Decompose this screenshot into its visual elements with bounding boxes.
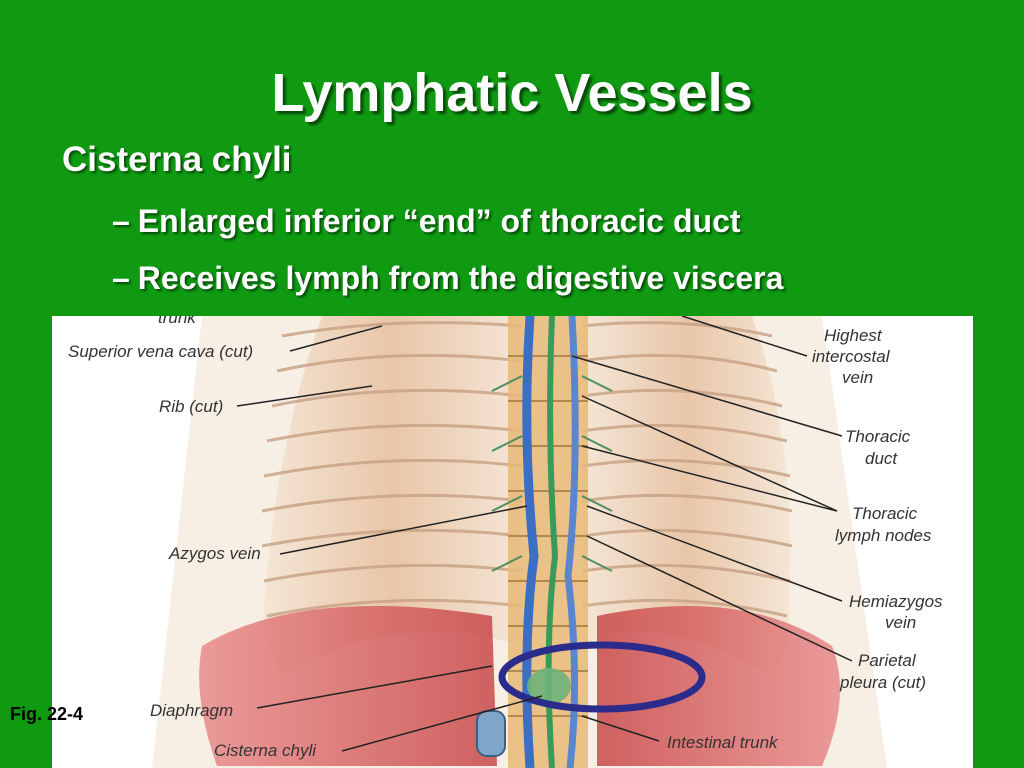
leader-lines [236, 316, 853, 752]
label-parietal-pleura-1: Parietal [858, 651, 917, 670]
slide-title: Lymphatic Vessels [271, 63, 753, 123]
azygos-vein-drawing [522, 316, 539, 768]
anatomy-figure: trunk Superior vena cava (cut) Rib (cut)… [52, 316, 973, 768]
label-thoracic-lymph-nodes-1: Thoracic [852, 504, 918, 523]
diaphragm-right [597, 606, 840, 766]
label-trunk: trunk [158, 316, 197, 327]
sub-bullet-text: Receives lymph from the digestive viscer… [137, 260, 784, 296]
thorax-illustration: trunk Superior vena cava (cut) Rib (cut)… [68, 316, 943, 768]
label-superior-vena-cava: Superior vena cava (cut) [68, 342, 253, 361]
label-hemiazygos-vein-1: Hemiazygos [849, 592, 943, 611]
intercostal-vessels [491, 375, 613, 572]
bullet-cisterna-chyli: Cisterna chyli [62, 140, 292, 179]
label-intestinal-trunk: Intestinal trunk [667, 733, 779, 752]
sub-bullet-enlarged-end: –Enlarged inferior “end” of thoracic duc… [112, 203, 741, 240]
aorta-cut [476, 710, 506, 757]
label-thoracic-duct-2: duct [865, 449, 898, 468]
label-hemiazygos-vein-2: vein [885, 613, 916, 632]
bullet-dash: – [112, 260, 130, 296]
label-thoracic-duct-1: Thoracic [845, 427, 911, 446]
sub-bullet-receives-lymph: –Receives lymph from the digestive visce… [112, 260, 783, 297]
cisterna-chyli-highlight-ellipse [498, 641, 706, 713]
hemiazygos-vein-drawing [564, 316, 579, 768]
figure-caption: Fig. 22-4 [10, 704, 84, 724]
label-rib: Rib (cut) [159, 397, 223, 416]
label-cisterna-chyli: Cisterna chyli [214, 741, 317, 760]
diaphragm-left [199, 606, 497, 766]
bullet-dash: – [112, 203, 130, 239]
label-highest-intercostal-vein-3: vein [842, 368, 873, 387]
label-parietal-pleura-2: pleura (cut) [839, 673, 926, 692]
label-highest-intercostal-vein-2: intercostal [812, 347, 891, 366]
label-azygos-vein: Azygos vein [168, 544, 261, 563]
cisterna-chyli-drawing [527, 668, 571, 704]
label-highest-intercostal-vein-1: Highest [824, 326, 883, 345]
label-thoracic-lymph-nodes-2: lymph nodes [835, 526, 932, 545]
ribs-left [261, 321, 523, 618]
sub-bullet-text: Enlarged inferior “end” of thoracic duct [137, 203, 741, 239]
label-diaphragm: Diaphragm [150, 701, 233, 720]
